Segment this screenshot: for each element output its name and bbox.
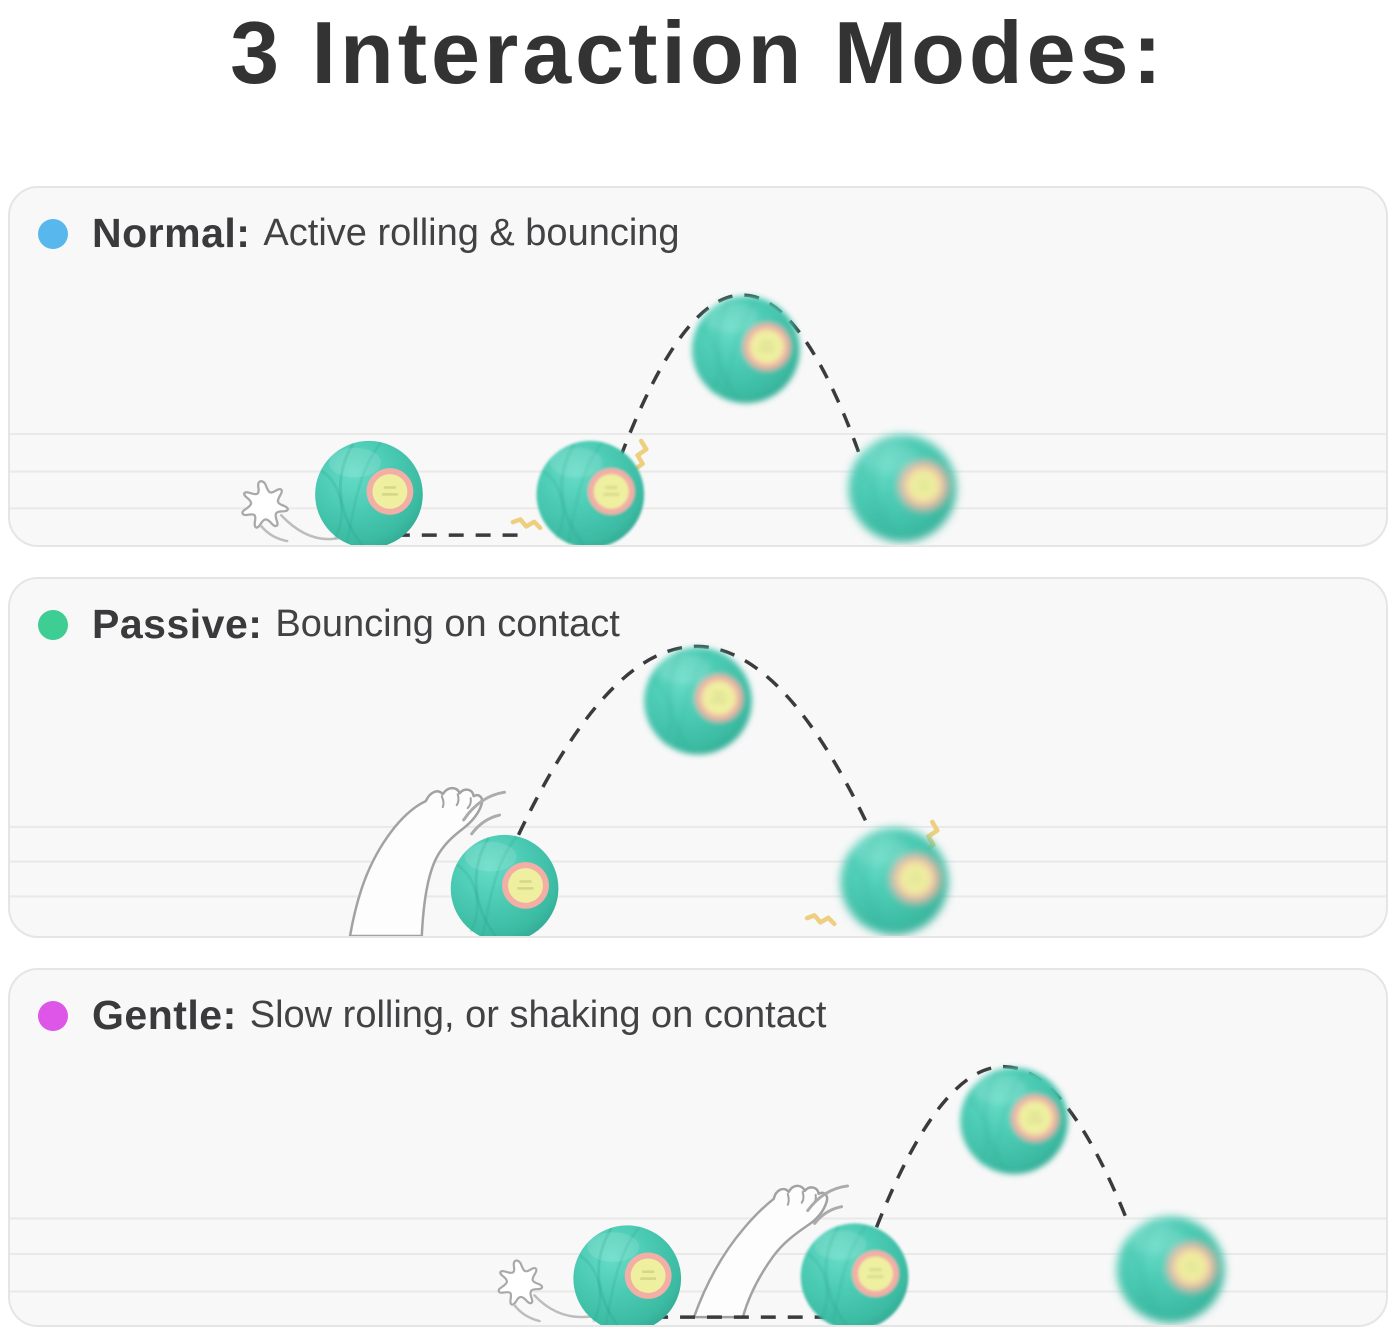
pet-ball bbox=[1115, 1215, 1226, 1325]
pet-ball bbox=[847, 433, 958, 544]
mode-description: Slow rolling, or shaking on contact bbox=[249, 994, 827, 1036]
impact-squiggle-icon bbox=[634, 441, 648, 470]
page-title: 3 Interaction Modes: bbox=[230, 3, 1166, 102]
scene-gentle bbox=[10, 1064, 1386, 1325]
pet-ball bbox=[839, 826, 950, 936]
impact-squiggle-icon bbox=[807, 914, 836, 925]
pet-ball bbox=[449, 833, 560, 936]
pet-ball bbox=[690, 294, 802, 405]
pet-ball bbox=[642, 645, 754, 757]
mode-description: Bouncing on contact bbox=[275, 603, 620, 645]
cat-paw-leg-icon bbox=[348, 786, 507, 936]
mode-panel-gentle: Gentle: Slow rolling, or shaking on cont… bbox=[8, 968, 1388, 1327]
mode-header: Passive: Bouncing on contact bbox=[38, 601, 620, 648]
mode-header: Normal: Active rolling & bouncing bbox=[38, 210, 680, 257]
mode-label: Passive: bbox=[92, 601, 263, 647]
bounce-trajectory bbox=[618, 293, 861, 459]
impact-squiggle-icon bbox=[512, 518, 541, 529]
mode-color-dot bbox=[38, 1000, 68, 1031]
mode-color-dot-circle bbox=[38, 609, 68, 640]
mode-label: Gentle: bbox=[92, 992, 237, 1038]
scene-normal bbox=[10, 293, 1386, 545]
cat-paw-leg-icon bbox=[692, 1184, 850, 1319]
mode-description: Active rolling & bouncing bbox=[263, 212, 680, 254]
floor-lines bbox=[10, 432, 1386, 510]
scene-passive bbox=[10, 644, 1386, 936]
bounce-trajectory bbox=[516, 644, 872, 836]
pet-ball bbox=[534, 439, 646, 545]
mode-header: Gentle: Slow rolling, or shaking on cont… bbox=[38, 992, 826, 1039]
pet-ball bbox=[799, 1221, 910, 1325]
mode-panel-normal: Normal: Active rolling & bouncing bbox=[8, 186, 1388, 547]
bounce-trajectory bbox=[874, 1064, 1129, 1229]
pet-ball bbox=[313, 439, 425, 545]
mode-label: Normal: bbox=[92, 210, 251, 256]
pet-ball bbox=[958, 1066, 1070, 1176]
mode-color-dot-circle bbox=[38, 218, 68, 249]
mode-panel-passive: Passive: Bouncing on contact bbox=[8, 577, 1388, 938]
mode-color-dot bbox=[38, 609, 68, 640]
masthead: 3 Interaction Modes: bbox=[0, 0, 1396, 186]
mode-color-dot-circle bbox=[38, 1000, 68, 1031]
mode-color-dot bbox=[38, 218, 68, 249]
pet-ball bbox=[571, 1223, 683, 1325]
floor-lines bbox=[10, 825, 1386, 898]
